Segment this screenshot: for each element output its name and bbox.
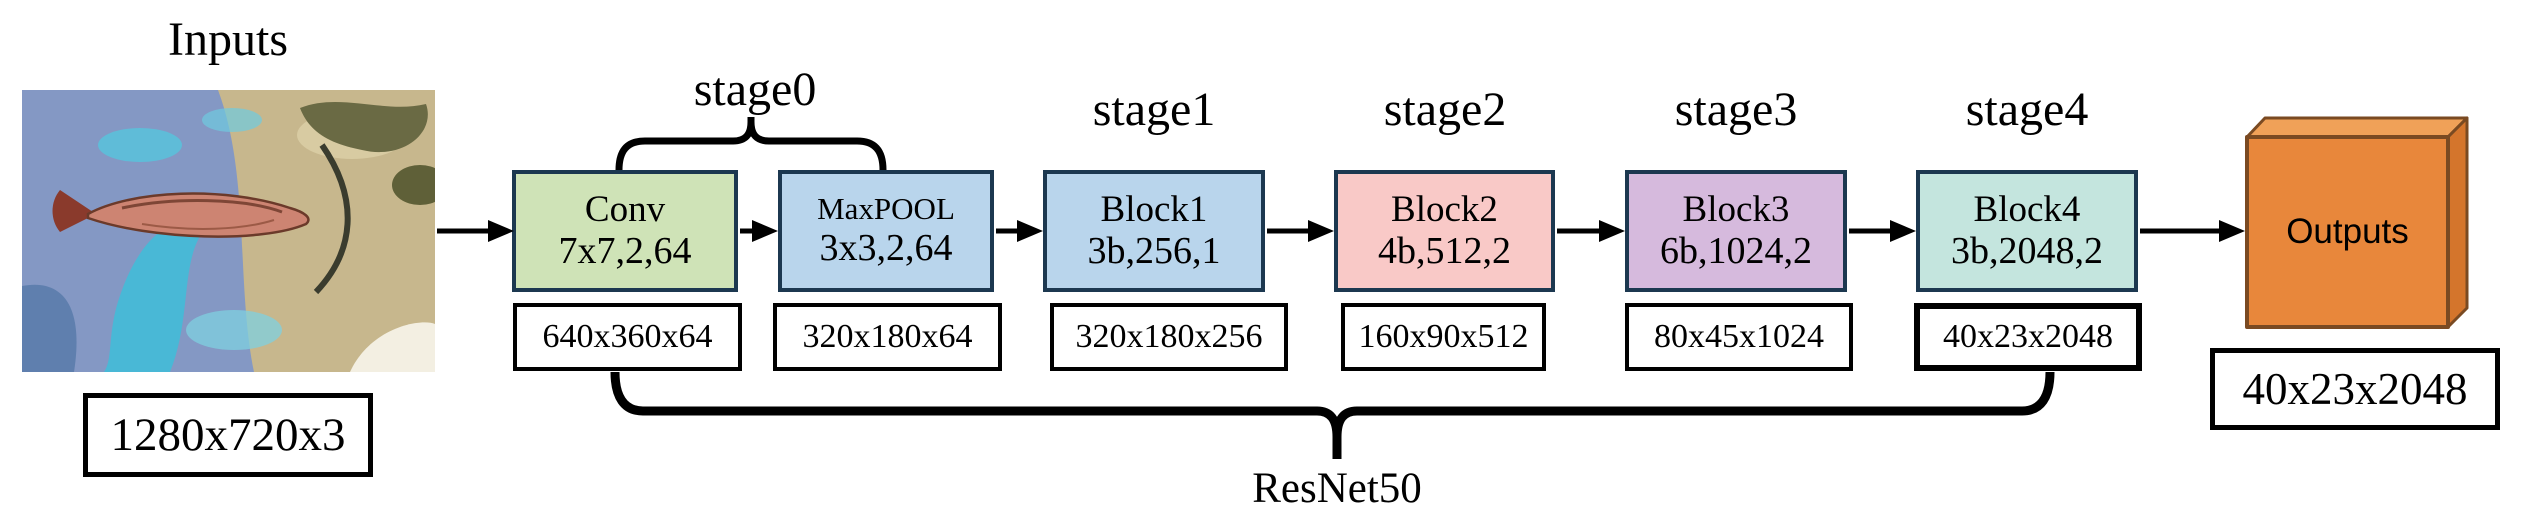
outputs-box-top (2245, 116, 2469, 139)
block3-dim-box: 80x45x1024 (1625, 303, 1853, 371)
conv-block: Conv 7x7,2,64 (512, 170, 738, 292)
inputs-title: Inputs (168, 13, 288, 66)
conv-block-name: Conv (584, 189, 666, 230)
maxpool-block: MaxPOOL 3x3,2,64 (778, 170, 994, 292)
input-dim-text: 1280x720x3 (110, 409, 346, 461)
resnet50-brace (610, 371, 2055, 459)
conv-dim-box: 640x360x64 (513, 303, 742, 371)
fish-tail (52, 190, 96, 232)
block4: Block4 3b,2048,2 (1916, 170, 2138, 292)
arrow-block4-to-outputs (2140, 220, 2245, 242)
block1-name: Block1 (1100, 189, 1208, 230)
stage-label-4: stage4 (1965, 83, 2089, 136)
input-dim-box: 1280x720x3 (83, 393, 373, 477)
block2-name: Block2 (1391, 189, 1498, 230)
block3-name: Block3 (1682, 189, 1790, 230)
arrow-input-to-conv (437, 220, 514, 242)
stage-label-3: stage3 (1674, 83, 1798, 136)
maxpool-dim-box: 320x180x64 (773, 303, 1002, 371)
network-label: ResNet50 (1252, 465, 1422, 512)
stage-label-1: stage1 (1092, 83, 1216, 136)
input-image (22, 90, 435, 372)
conv-block-params: 7x7,2,64 (558, 230, 692, 273)
block2: Block2 4b,512,2 (1334, 170, 1555, 292)
block1-dim-box: 320x180x256 (1050, 303, 1288, 371)
block4-params: 3b,2048,2 (1951, 230, 2103, 273)
block2-dim-box: 160x90x512 (1341, 303, 1546, 371)
block2-params: 4b,512,2 (1378, 230, 1511, 273)
outputs-label: Outputs (2286, 212, 2409, 251)
output-dim-text: 40x23x2048 (2242, 364, 2468, 414)
block3-params: 6b,1024,2 (1660, 230, 1812, 273)
stage-label-0: stage0 (693, 63, 817, 116)
arrow-maxpool-to-block1 (996, 220, 1043, 242)
block1-params: 3b,256,1 (1087, 230, 1221, 273)
block3: Block3 6b,1024,2 (1625, 170, 1847, 292)
stage-label-2: stage2 (1383, 83, 1507, 136)
arrow-conv-to-maxpool (740, 220, 778, 242)
arrow-block3-to-block4 (1849, 220, 1916, 242)
maxpool-block-name: MaxPOOL (817, 191, 955, 227)
arrow-block1-to-block2 (1267, 220, 1334, 242)
block4-name: Block4 (1973, 189, 2081, 230)
stage0-brace (615, 117, 887, 171)
block1: Block1 3b,256,1 (1043, 170, 1265, 292)
maxpool-block-params: 3x3,2,64 (819, 227, 953, 270)
arrow-block2-to-block3 (1557, 220, 1625, 242)
outputs-box-side (2446, 116, 2469, 329)
output-dim-box: 40x23x2048 (2210, 348, 2500, 430)
block4-dim-box: 40x23x2048 (1914, 303, 2142, 371)
